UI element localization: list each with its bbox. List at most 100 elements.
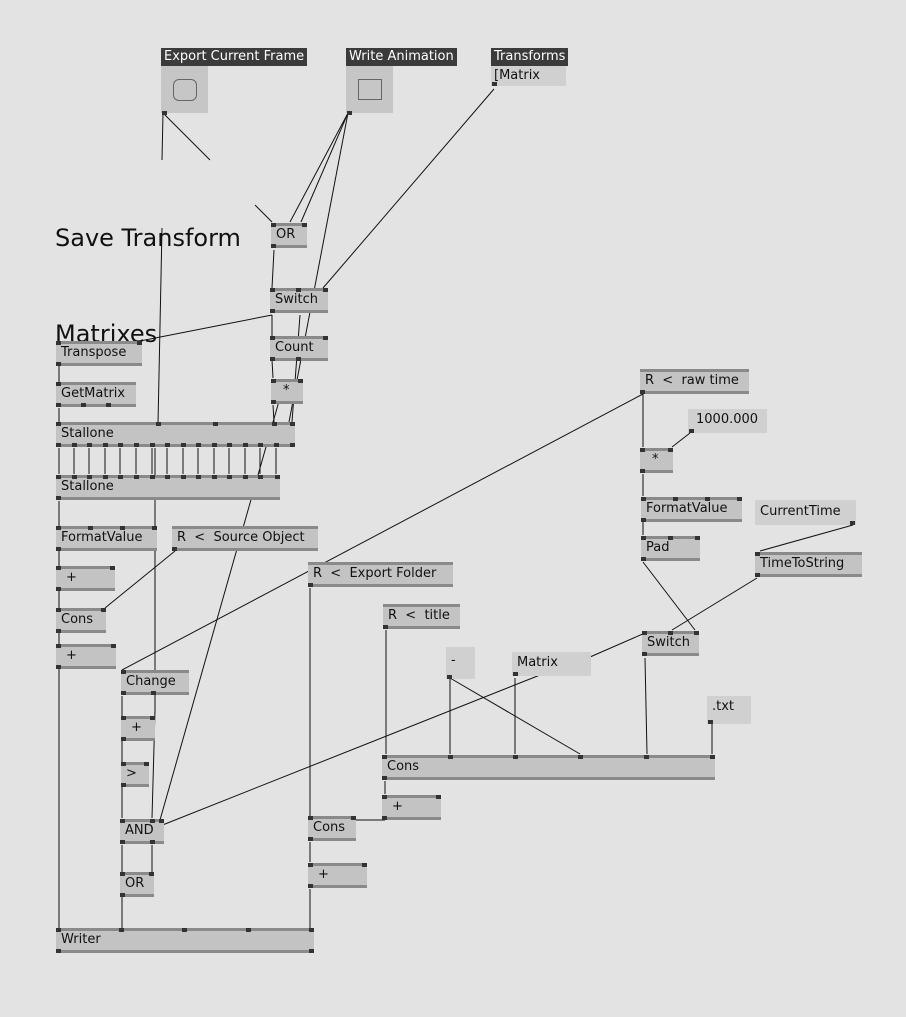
- wire: [291, 314, 301, 423]
- count-node[interactable]: Count: [270, 336, 328, 361]
- outlet-pin[interactable]: [708, 720, 713, 724]
- formatvalue-node[interactable]: FormatValue: [641, 497, 742, 522]
- outlet-pin[interactable]: [513, 672, 518, 676]
- wire: [271, 359, 274, 379]
- iobox-value: 1000.000: [696, 412, 759, 427]
- writer-node[interactable]: Writer: [56, 928, 314, 953]
- node-label: R < raw time: [645, 373, 739, 388]
- r-export-folder-node[interactable]: R < Export Folder: [308, 562, 453, 587]
- timetostring-node[interactable]: TimeToString: [755, 552, 862, 577]
- stallone-split-node[interactable]: Stallone: [56, 422, 295, 447]
- switch-node[interactable]: Switch: [642, 631, 699, 656]
- node-label: Cons: [61, 612, 94, 627]
- toggle-icon: [358, 79, 382, 100]
- outlet-pin[interactable]: [162, 111, 167, 115]
- comment-line: Save Transform: [55, 224, 241, 252]
- node-label: +: [66, 570, 77, 585]
- add-node[interactable]: +: [382, 795, 441, 820]
- node-label: R < Export Folder: [313, 566, 437, 581]
- r-source-object-node[interactable]: R < Source Object: [172, 526, 318, 551]
- node-label: Change: [126, 674, 176, 689]
- iobox-value: -: [451, 653, 456, 668]
- wire: [159, 379, 286, 821]
- save-transform-comment: Save Transform Matrixes: [55, 158, 241, 414]
- wire: [671, 432, 691, 448]
- outlet-pin[interactable]: [689, 429, 694, 433]
- wire: [104, 550, 176, 609]
- node-label: *: [283, 383, 290, 398]
- node-label: Cons: [313, 820, 346, 835]
- node-label: Cons: [387, 759, 420, 774]
- or-node[interactable]: OR: [271, 223, 307, 248]
- node-label: OR: [276, 227, 296, 242]
- current-time-iobox[interactable]: CurrentTime: [755, 500, 856, 525]
- node-label: R < title: [388, 608, 450, 623]
- switch-node[interactable]: Switch: [270, 288, 328, 313]
- node-label: +: [66, 648, 77, 663]
- node-label: R < Source Object: [177, 530, 305, 545]
- r-title-node[interactable]: R < title: [383, 604, 460, 629]
- cons-node[interactable]: Cons: [56, 608, 106, 633]
- bang-icon: [173, 79, 197, 101]
- node-label: Stallone: [61, 426, 114, 441]
- node-label: Stallone: [61, 479, 114, 494]
- wire: [288, 112, 349, 423]
- wire: [162, 112, 211, 161]
- node-label: Writer: [61, 932, 101, 947]
- wire: [121, 393, 644, 671]
- stallone-join-node[interactable]: Stallone: [56, 475, 280, 500]
- wire: [161, 112, 164, 161]
- getmatrix-node[interactable]: GetMatrix: [56, 382, 136, 407]
- outlet-pin[interactable]: [850, 521, 855, 525]
- export-current-frame-header: Export Current Frame: [161, 48, 308, 66]
- add-node[interactable]: +: [308, 863, 367, 888]
- outlet-pin[interactable]: [492, 82, 497, 86]
- cons-node[interactable]: Cons: [308, 816, 356, 841]
- node-label: +: [392, 799, 403, 814]
- node-label: +: [131, 720, 142, 735]
- node-label: Pad: [646, 540, 670, 555]
- multiply-node[interactable]: *: [640, 448, 673, 473]
- wire: [157, 227, 163, 425]
- wire: [322, 88, 495, 289]
- node-label: AND: [125, 823, 154, 838]
- extension-iobox[interactable]: .txt: [707, 696, 751, 724]
- separator-string-iobox[interactable]: -: [446, 647, 475, 679]
- multiplier-iobox[interactable]: 1000.000: [688, 409, 767, 433]
- node-label: Switch: [647, 635, 690, 650]
- and-node[interactable]: AND: [120, 819, 164, 844]
- change-node[interactable]: Change: [121, 670, 189, 695]
- add-node[interactable]: +: [56, 566, 115, 591]
- write-animation-toggle[interactable]: [346, 66, 393, 115]
- wire: [271, 249, 275, 289]
- outlet-pin[interactable]: [447, 675, 452, 679]
- formatvalue-node[interactable]: FormatValue: [56, 526, 157, 551]
- node-label: Count: [275, 340, 314, 355]
- r-raw-time-node[interactable]: R < raw time: [640, 369, 749, 394]
- wire: [254, 204, 273, 223]
- wire: [671, 577, 758, 631]
- add-node[interactable]: +: [121, 716, 155, 741]
- multiply-node[interactable]: *: [271, 379, 303, 404]
- pad-node[interactable]: Pad: [641, 536, 700, 561]
- transpose-node[interactable]: Transpose: [56, 341, 142, 366]
- wire: [300, 112, 349, 223]
- add-node[interactable]: +: [56, 644, 116, 669]
- cons-node[interactable]: Cons: [382, 755, 715, 780]
- node-label: *: [652, 452, 659, 467]
- outlet-pin[interactable]: [347, 111, 352, 115]
- or-node[interactable]: OR: [120, 872, 154, 897]
- wire: [759, 524, 854, 552]
- node-label: >: [126, 766, 137, 781]
- export-bang-button[interactable]: [161, 66, 208, 115]
- greater-node[interactable]: >: [121, 762, 149, 787]
- wire: [289, 112, 349, 223]
- node-label: OR: [125, 876, 145, 891]
- wire: [642, 561, 696, 631]
- iobox-value: Matrix: [517, 655, 558, 670]
- matrix-string-iobox[interactable]: Matrix: [512, 652, 591, 676]
- node-label: Switch: [275, 292, 318, 307]
- transforms-iobox[interactable]: [Matrix: [491, 66, 566, 86]
